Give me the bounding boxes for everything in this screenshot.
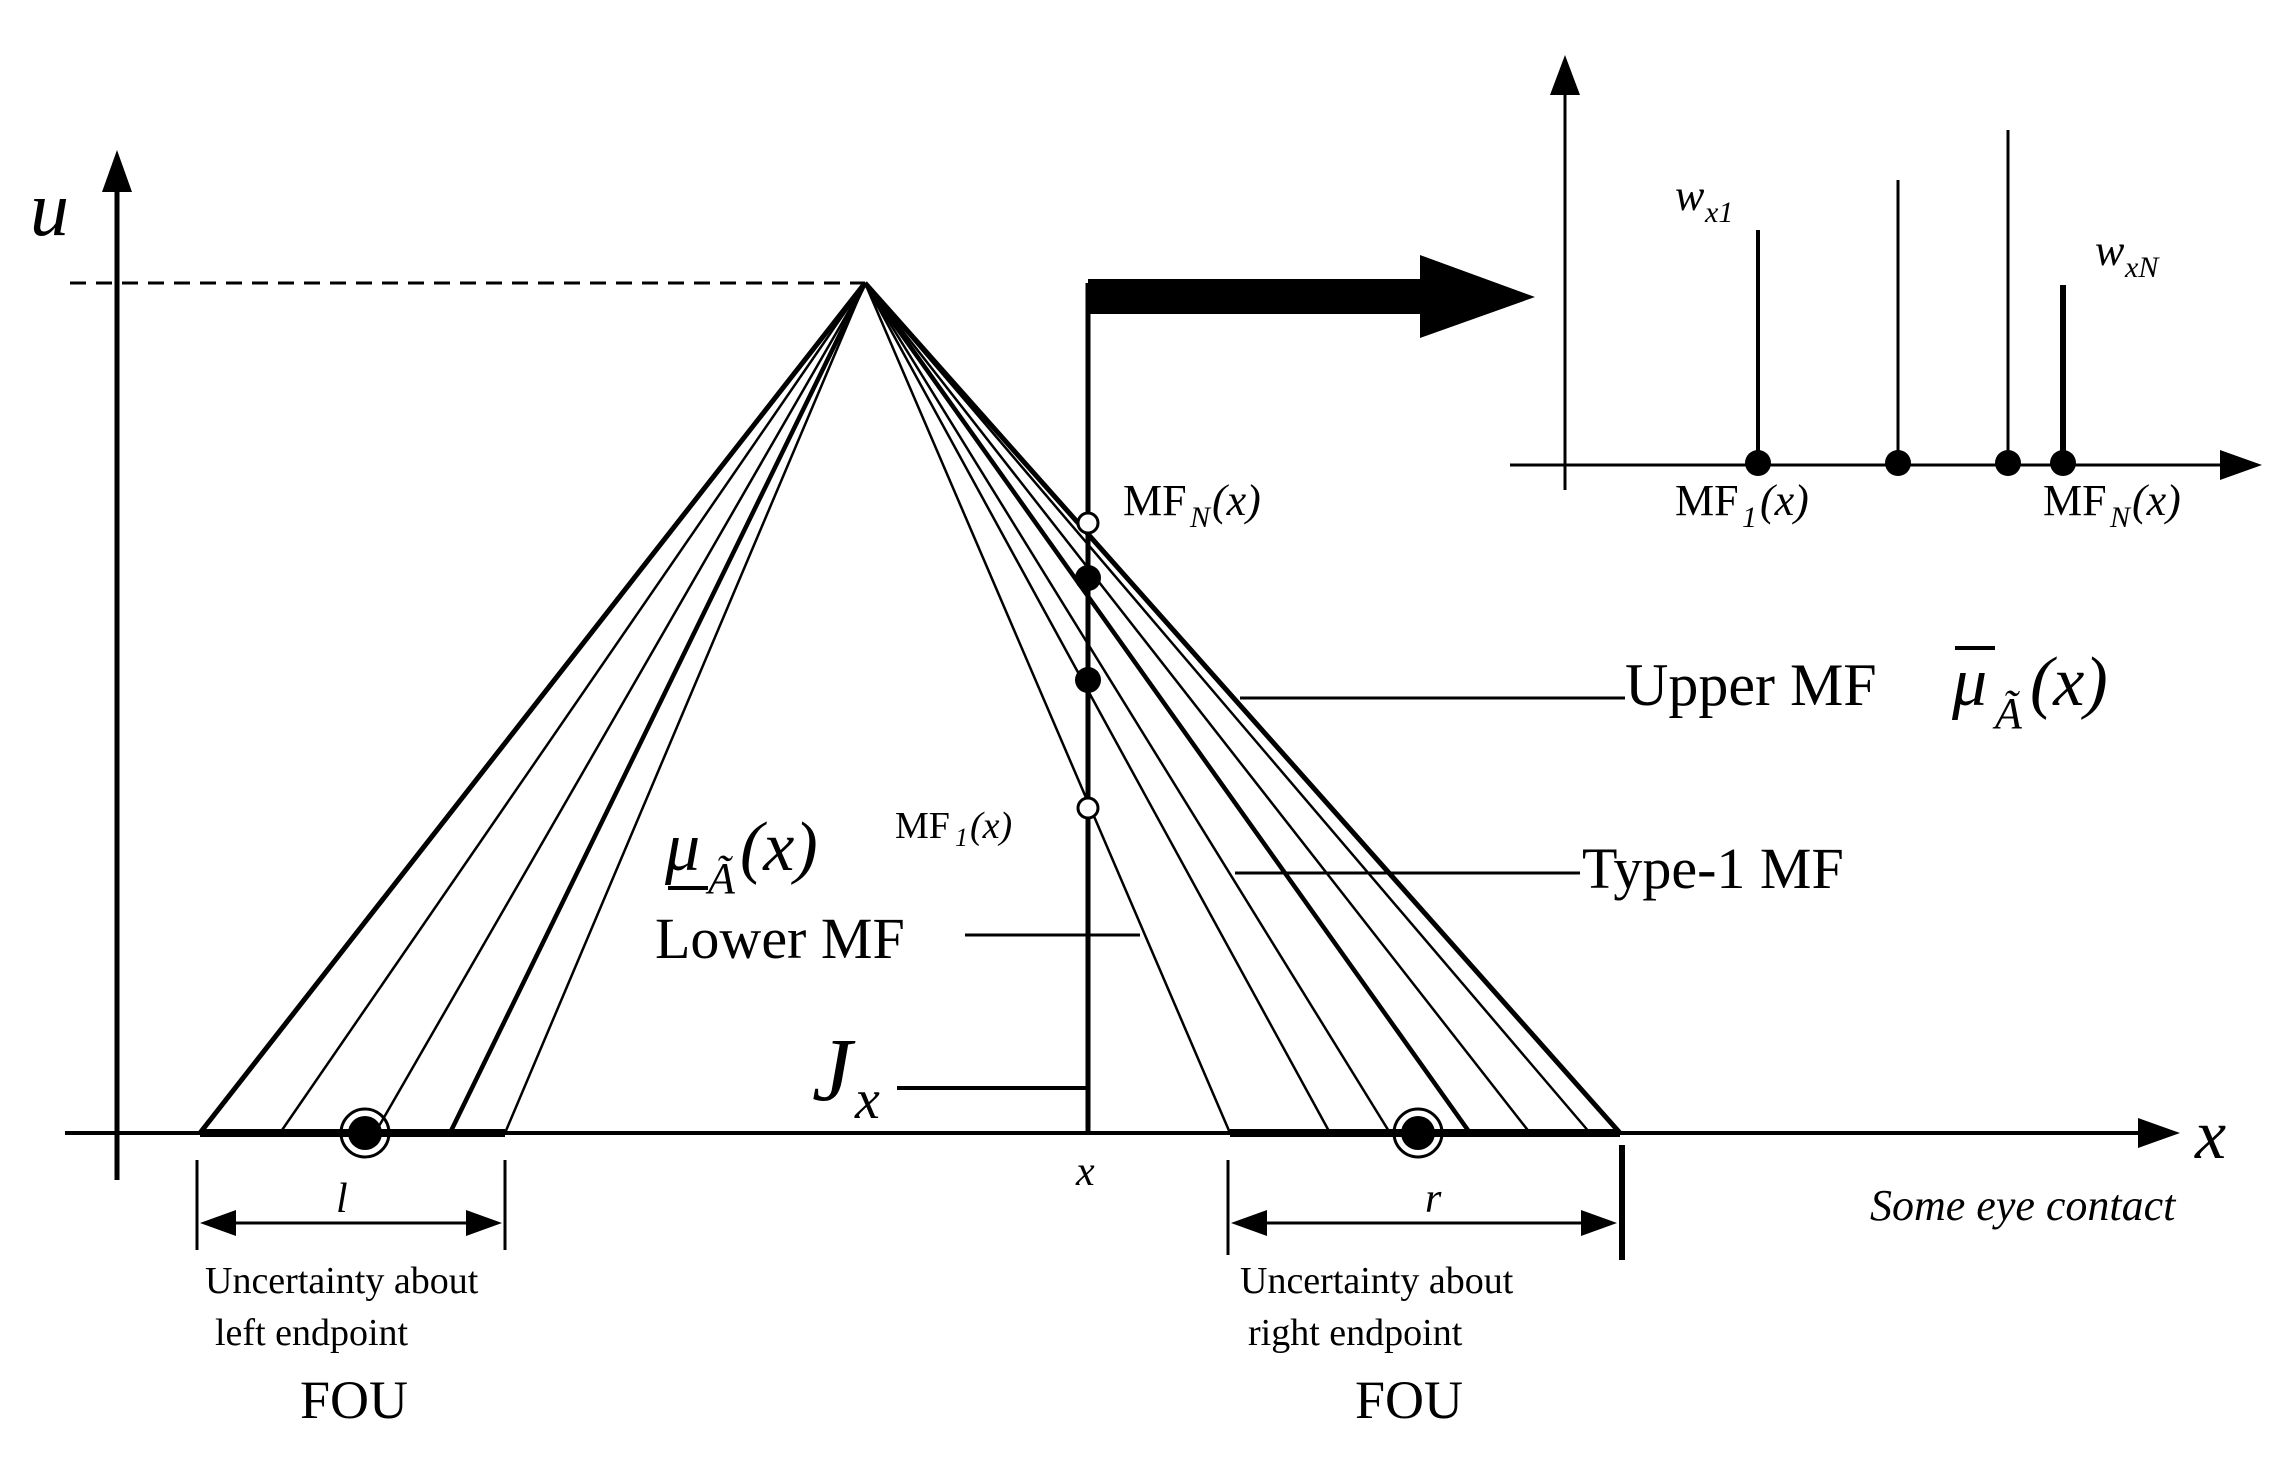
inset-w1-sub: x1 xyxy=(1704,196,1733,229)
right-fou-arrow-r xyxy=(1581,1210,1617,1236)
embedded-mf-right-line xyxy=(863,282,1392,1134)
lower-mf-symbol: μ Ã (x) MF 1 (x) xyxy=(664,805,1012,903)
lower-mu-subscript: Ã xyxy=(705,854,736,903)
embedded-mf-right-line xyxy=(863,281,1472,1135)
lower-mu-arg: (x) xyxy=(740,809,818,886)
slice-point-mf-1 xyxy=(1076,796,1100,820)
u-axis-arrowhead xyxy=(102,150,132,192)
x-axis-arrowhead xyxy=(2138,1118,2180,1148)
inset-wn-text: w xyxy=(2095,226,2125,275)
lower-mu-symbol: μ xyxy=(664,809,700,886)
mf-1-superscript: MF xyxy=(895,805,950,847)
embedded-mf-left-line xyxy=(278,282,867,1134)
jx-label: J x xyxy=(812,1021,880,1131)
right-fou-caption-line1: Uncertainty about xyxy=(1240,1260,1514,1302)
upper-mf-right-edge xyxy=(863,281,1622,1135)
inset-wn-label: w xN xyxy=(2095,226,2160,284)
inset-dot-n xyxy=(2050,450,2076,476)
embedded-mf-right-line xyxy=(864,282,1591,1134)
upper-mu-arg: (x) xyxy=(2030,644,2108,721)
left-fou-caption-line2: left endpoint xyxy=(215,1312,409,1354)
inset-wn-sub: xN xyxy=(2124,251,2160,284)
upper-mf-text: Upper MF xyxy=(1625,652,1877,718)
inset-mfn-sub: N xyxy=(2109,501,2132,534)
embedded-mf-left-line xyxy=(373,282,867,1134)
embedded-mf-right-line xyxy=(863,282,1332,1134)
inset-mfn-arg: (x) xyxy=(2132,476,2181,525)
inset-w1-label: w x1 xyxy=(1675,171,1733,229)
inset-y-arrowhead xyxy=(1550,55,1580,95)
upper-mu-symbol: μ xyxy=(1951,644,1987,721)
inset-x-arrowhead xyxy=(2220,450,2262,480)
mf-n-slice-label: MF N (x) xyxy=(1123,476,1261,534)
left-fan-lines xyxy=(198,281,868,1135)
inset-mf1-sub: 1 xyxy=(1742,501,1757,534)
mf-n-text: MF xyxy=(1123,476,1187,525)
slice-point xyxy=(1075,667,1101,693)
x-axis-caption: Some eye contact xyxy=(1870,1181,2177,1230)
x-tick-label: x xyxy=(1075,1149,1095,1195)
jx-text: J xyxy=(812,1021,856,1120)
left-fou-annotation: l Uncertainty about left endpoint FOU xyxy=(195,1160,507,1430)
vertical-slice xyxy=(1075,255,1535,1133)
slice-point-mf-n xyxy=(1076,511,1100,535)
right-fou-caption-line2: right endpoint xyxy=(1248,1312,1463,1354)
embedded-mf-left-line xyxy=(447,282,868,1134)
type1-mf-label: Type-1 MF xyxy=(1582,836,1844,901)
inset-mf1-label: MF 1 (x) xyxy=(1675,476,1809,534)
mf-n-subscript: N xyxy=(1189,501,1212,534)
left-fou-arrow-l xyxy=(200,1210,236,1236)
right-fou-center-dot xyxy=(1392,1107,1444,1159)
right-fou-width-label: r xyxy=(1425,1176,1442,1222)
inset-mf1-text: MF xyxy=(1675,476,1739,525)
inset-mf1-arg: (x) xyxy=(1760,476,1809,525)
inset-mfn-label: MF N (x) xyxy=(2043,476,2181,534)
x-axis-label: x xyxy=(2194,1097,2226,1174)
inset-secondary-mf: w x1 w xN MF 1 (x) MF N (x) xyxy=(1510,55,2262,534)
right-fou-annotation: r Uncertainty about right endpoint FOU xyxy=(1226,1145,1625,1430)
lower-mf-left-edge xyxy=(503,282,867,1134)
slice-point xyxy=(1075,565,1101,591)
inset-dot-2 xyxy=(1885,450,1911,476)
inset-dot-1 xyxy=(1745,450,1771,476)
left-fou-width-label: l xyxy=(336,1176,348,1222)
upper-mu-subscript: Ã xyxy=(1992,689,2023,738)
embedded-mf-right-line xyxy=(864,282,1531,1134)
mf-1-superscript-sub: 1 xyxy=(955,823,968,852)
lower-mf-label: Lower MF xyxy=(655,906,905,971)
jx-subscript: x xyxy=(854,1069,880,1131)
mf-n-arg: (x) xyxy=(1212,476,1261,525)
lower-mf-right-edge xyxy=(863,282,1232,1134)
mf-1-superscript-arg: (x) xyxy=(970,805,1012,847)
big-right-arrow xyxy=(1088,255,1535,338)
left-fou-center-dot xyxy=(339,1107,391,1159)
right-fan-lines xyxy=(863,281,1622,1135)
inset-mfn-text: MF xyxy=(2043,476,2107,525)
left-fou-arrow-r xyxy=(466,1210,502,1236)
inset-dot-3 xyxy=(1995,450,2021,476)
upper-mf-label: Upper MF μ Ã (x) xyxy=(1625,644,2108,738)
left-fou-caption-line1: Uncertainty about xyxy=(205,1260,479,1302)
left-fou-label: FOU xyxy=(300,1370,408,1430)
right-fou-label: FOU xyxy=(1355,1370,1463,1430)
inset-w1-text: w xyxy=(1675,171,1705,220)
right-fou-arrow-l xyxy=(1231,1210,1267,1236)
upper-mf-left-edge xyxy=(198,281,867,1135)
u-axis-label: u xyxy=(30,165,69,252)
